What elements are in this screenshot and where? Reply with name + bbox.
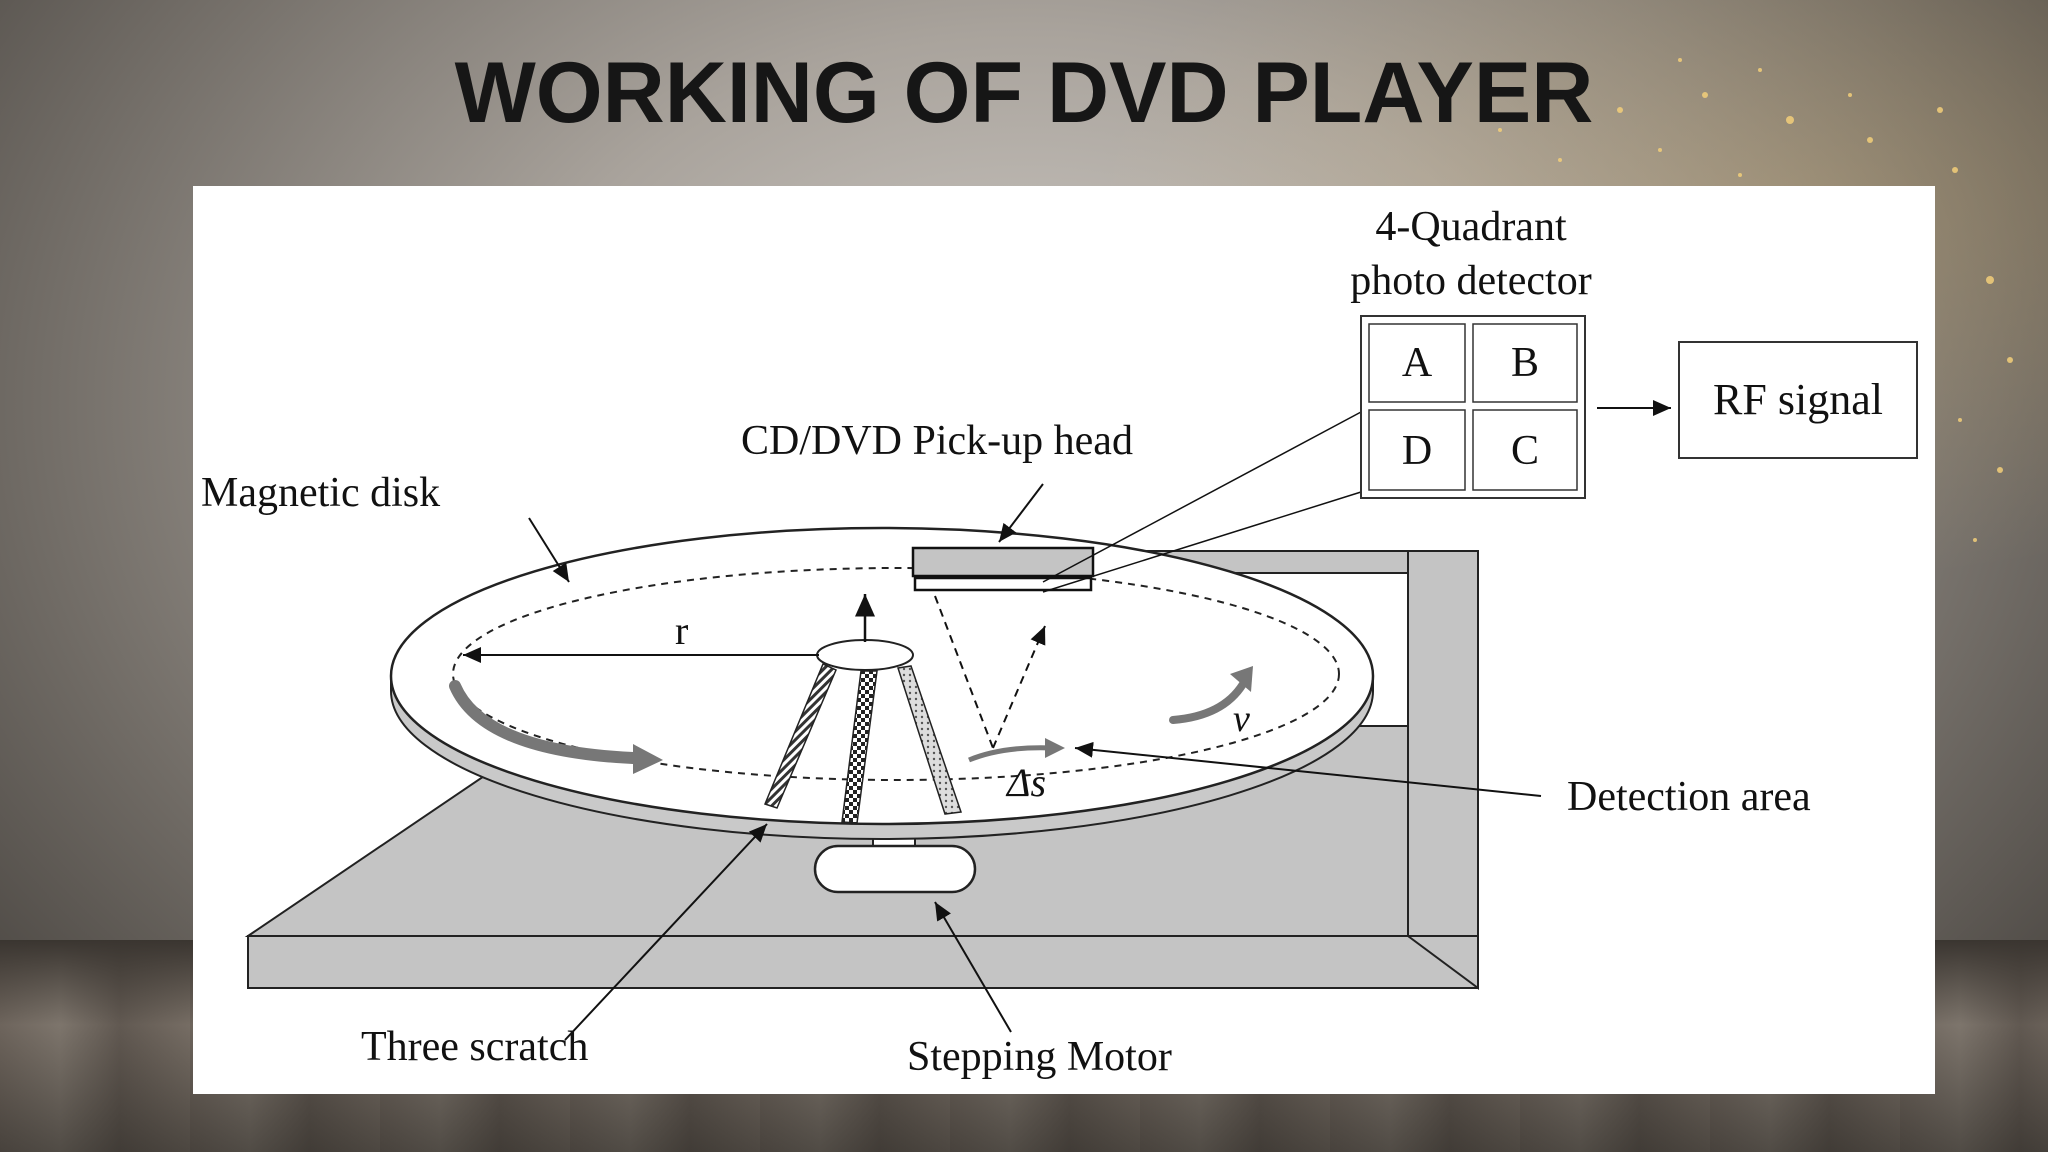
three-scratch-label: Three scratch [361,1024,588,1070]
quadrant-detector: A B D C [1360,315,1586,499]
magnetic-disk [389,526,1375,840]
diagram-panel: r v Δs [193,186,1935,1094]
detector-title-line1: 4-Quadrant [1375,204,1567,250]
magnetic-disk-label: Magnetic disk [201,470,440,516]
detector-title-line2: photo detector [1350,258,1591,304]
quadrant-b-label: B [1511,340,1539,386]
quadrant-d-label: D [1402,428,1432,474]
stepping-motor-label: Stepping Motor [907,1034,1172,1080]
radius-label: r [675,608,688,653]
rf-signal-label: RF signal [1713,375,1883,424]
quadrant-a-label: A [1402,340,1433,386]
slide-title: WORKING OF DVD PLAYER [454,45,1594,141]
velocity-label: v [1233,698,1250,740]
pickup-head-label: CD/DVD Pick-up head [741,418,1133,464]
quadrant-c-label: C [1511,428,1539,474]
rf-signal-box: RF signal [1678,341,1918,459]
dvd-diagram: r v Δs [201,204,1918,1080]
detection-area-label: Detection area [1567,774,1811,820]
delta-s-label: Δs [1005,760,1046,805]
three-scratches [763,662,963,824]
